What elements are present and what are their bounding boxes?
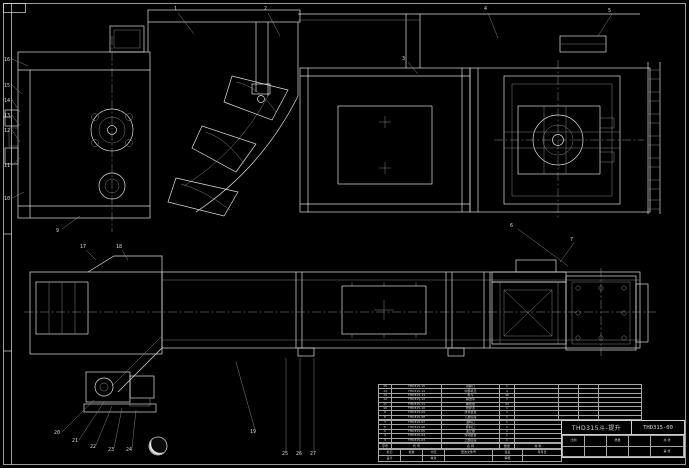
drawing-title: THD315斗-提升 [562, 421, 632, 434]
revision-strip: 标记处数分区更改文件号签名年月日 设计校对审核 [378, 449, 562, 462]
title-block-top: THD315斗-提升 THD315-00 [562, 421, 684, 435]
head-section [4, 25, 151, 232]
front-view [4, 9, 661, 232]
balloon-label: 9 [56, 228, 59, 234]
balloon-label: 15 [4, 83, 10, 89]
balloon-label: 2 [264, 6, 267, 12]
end-flange [565, 268, 649, 356]
balloon-label: 13 [4, 113, 10, 119]
balloon-label: 4 [484, 6, 487, 12]
balloon-label: 11 [4, 163, 10, 169]
balloon-label: 3 [402, 56, 405, 62]
balloon-label: 10 [4, 196, 10, 202]
trough-door [341, 282, 427, 338]
title-block: THD315斗-提升 THD315-00 比例质量共 张 第 张 [561, 420, 685, 458]
balloon-label: 1 [174, 6, 177, 12]
balloon-label: 22 [90, 444, 96, 450]
drive-section [469, 35, 661, 218]
boot-section [29, 255, 163, 393]
balloon-label: 23 [108, 447, 114, 453]
balloon-label: 24 [126, 447, 132, 453]
balloon-label: 27 [310, 451, 316, 457]
buckets [167, 75, 289, 217]
bom-header: 序号代 号名 称数量材 料 [378, 443, 562, 449]
balloon-label: 16 [4, 57, 10, 63]
feed-hopper [147, 9, 301, 213]
tail-drive [491, 259, 567, 345]
revision-row: 设计校对审核 [378, 455, 562, 462]
balloon-label: 5 [608, 8, 611, 14]
balloon-label: 6 [510, 223, 513, 229]
title-block-row: 第 张 [562, 445, 684, 457]
callout-leaders [11, 12, 613, 451]
balloon-label: 7 [570, 237, 573, 243]
balloon-label: 21 [72, 438, 78, 444]
callout-labels: 1 2 3 4 5 16 15 14 13 12 11 10 9 17 18 6… [4, 6, 611, 457]
balloon-label: 25 [282, 451, 288, 457]
inspection-door [337, 105, 433, 185]
balloon-label: 18 [116, 244, 122, 250]
balloon-label: 20 [54, 430, 60, 436]
side-view [24, 255, 656, 413]
title-block-row: 比例质量共 张 [562, 435, 684, 447]
balloon-label: 14 [4, 98, 10, 104]
drawing-number: THD315-00 [643, 424, 673, 431]
bom-header-row: 序号代 号名 称数量材 料 [378, 443, 562, 449]
balloon-label: 19 [250, 429, 256, 435]
title-block-grid: 比例质量共 张 第 张 [562, 435, 684, 457]
middle-casing [298, 13, 640, 213]
balloon-label: 17 [80, 244, 86, 250]
balloon-label: 12 [4, 128, 10, 134]
sheet-frame [3, 3, 686, 465]
logo-mark [148, 436, 168, 456]
balloon-label: 26 [296, 451, 302, 457]
gearmotor-detail [83, 371, 157, 413]
